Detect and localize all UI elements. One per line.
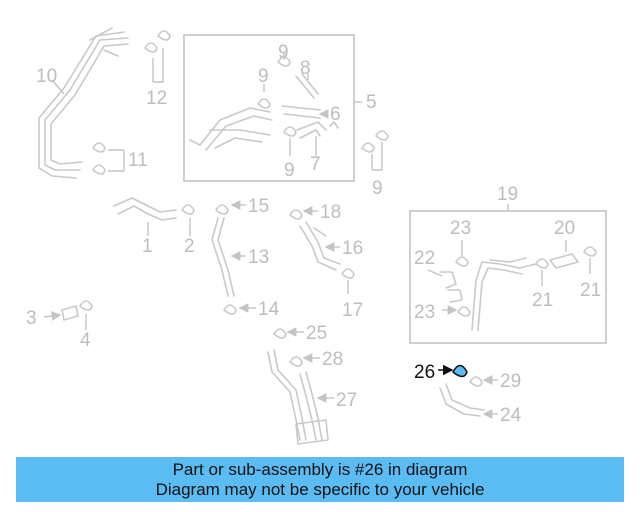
label-12: 12 [146,88,167,109]
label-11: 11 [128,150,148,171]
label-20: 20 [554,218,575,239]
label-27: 27 [336,390,357,411]
clamp-25 [273,328,287,339]
clamp-28 [289,356,303,367]
clamps-12 [144,30,171,83]
part-1-hose [113,197,177,213]
clamp-14 [223,304,237,315]
banner-line-2: Diagram may not be specific to your vehi… [155,480,485,499]
leader-3 [43,311,62,321]
label-5: 5 [366,92,377,113]
leader-10 [51,79,65,95]
clamp-21b [583,246,597,257]
label-23a: 23 [450,218,471,239]
clamp-9b [257,98,271,109]
group-box-19 [409,210,607,344]
info-banner: Part or sub-assembly is #26 in diagram D… [16,457,624,502]
part-13-hose [211,217,235,297]
part-1-hose-b [117,205,177,221]
clamp-21a [535,258,549,269]
clamp-18 [289,209,303,220]
label-21b: 21 [580,280,601,301]
banner-line-1: Part or sub-assembly is #26 in diagram [172,460,468,479]
label-22: 22 [414,248,435,269]
label-6: 6 [330,104,341,125]
group-box-5 [183,34,355,182]
label-8: 8 [300,58,311,79]
part-3-fitting [61,305,79,321]
label-29: 29 [500,371,521,392]
label-4: 4 [80,330,91,351]
label-17: 17 [342,300,363,321]
clamp-17 [341,268,355,279]
label-1: 1 [142,236,153,257]
label-14: 14 [258,299,280,320]
clamp-23a [455,256,469,267]
part-10-pipe-assembly [38,27,129,179]
clamp-23b [457,306,471,317]
label-9b: 9 [258,66,269,87]
part-5-hoses [189,73,339,151]
label-25: 25 [306,323,327,344]
label-28: 28 [322,349,343,370]
label-21a: 21 [532,290,553,311]
leader-22 [427,269,443,277]
label-19: 19 [497,184,518,205]
label-23b: 23 [414,302,435,323]
part-27-pipe-assembly [267,349,329,445]
label-24: 24 [500,405,522,426]
clamp-4 [79,300,93,311]
clamp-9a [277,56,291,67]
label-26: 26 [414,362,435,383]
clamp-9c [283,126,297,137]
clamps-9d [361,130,389,171]
label-9c: 9 [284,160,295,181]
label-16: 16 [342,238,363,259]
clamp-29 [469,376,483,387]
label-9d: 9 [372,178,383,199]
part-16-hose [299,221,341,271]
clamps-11 [92,142,125,175]
label-13: 13 [248,247,269,268]
label-7: 7 [310,154,321,175]
part-24-hose [439,383,485,417]
label-2: 2 [184,236,195,257]
clamp-26-highlighted [452,364,468,378]
part-19-tubes [439,253,579,331]
clamp-2 [181,204,195,215]
parts-diagram: 10 12 11 5 9 9 8 6 9 7 [26,27,607,445]
label-9a: 9 [278,42,289,63]
label-10: 10 [36,66,57,87]
clamp-15 [215,204,229,215]
label-3: 3 [26,308,37,329]
label-18: 18 [320,202,341,223]
label-15: 15 [248,196,269,217]
